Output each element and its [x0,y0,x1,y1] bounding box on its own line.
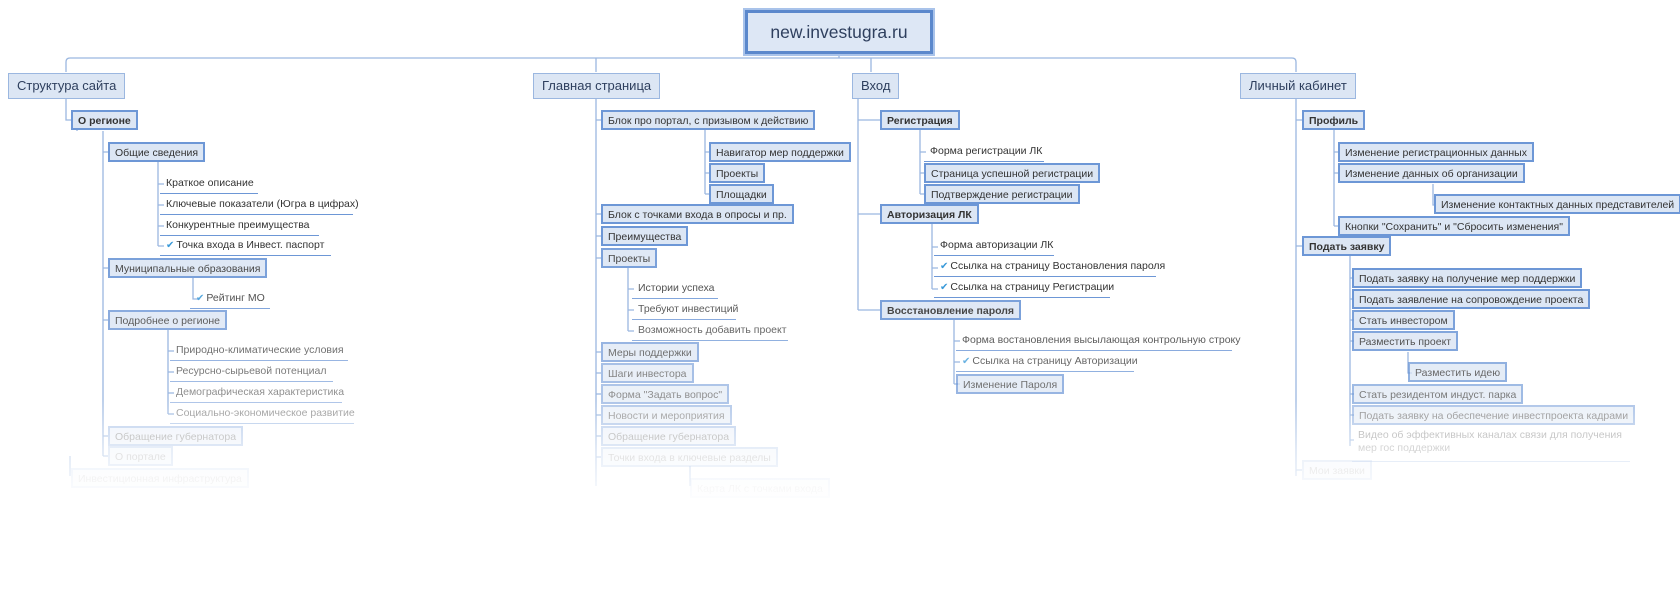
node-municipal[interactable]: Муниципальные образования [108,258,268,278]
node-steps[interactable]: Шаги инвестора [601,363,694,383]
node-map-partial[interactable]: Карта ЛК с точками входа [690,478,830,498]
node-registration[interactable]: Регистрация [880,110,960,130]
node-polls-block[interactable]: Блок с точками входа в опросы и пр. [601,204,794,224]
pin-icon: ✔ [166,240,175,251]
node-navigator[interactable]: Навигатор мер поддержки [709,142,851,162]
node-label: Ссылка на страницу Регистрации [950,281,1115,293]
node-demography[interactable]: Демографическая характеристика [170,383,344,403]
node-change-org[interactable]: Изменение данных об организации [1338,163,1525,183]
node-support[interactable]: Меры поддержки [601,342,699,362]
node-add-project[interactable]: Возможность добавить проект [632,321,788,341]
node-infrastructure[interactable]: Инвестиционная инфраструктура [71,468,249,488]
node-place-idea[interactable]: Разместить идею [1408,362,1508,382]
node-change-pass[interactable]: Изменение Пароля [956,374,1065,394]
node-portal-block[interactable]: Блок про портал, с призывом к действию [601,110,816,130]
node-label: Ссылка на страницу Авторизации [972,355,1138,367]
node-key-indicators[interactable]: Ключевые показатели (Югра в цифрах) [160,195,359,215]
node-link-auth[interactable]: ✔Ссылка на страницу Авторизации [956,352,1138,372]
pin-icon: ✔ [940,261,949,272]
branch-main-page[interactable]: Главная страница [533,73,661,99]
node-apply-escort[interactable]: Подать заявление на сопровождение проект… [1352,289,1591,309]
node-become-investor[interactable]: Стать инвестором [1352,310,1455,330]
node-apply-support[interactable]: Подать заявку на получение мер поддержки [1352,268,1583,288]
node-general-info[interactable]: Общие сведения [108,142,206,162]
node-rating[interactable]: ✔Рейтинг МО [190,289,270,309]
node-entry-points[interactable]: Точки входа в ключевые разделы [601,447,778,467]
node-become-resident[interactable]: Стать резидентом индуст. парка [1352,384,1524,404]
branch-site-structure[interactable]: Структура сайта [8,73,126,99]
node-link-register[interactable]: ✔Ссылка на страницу Регистрации [934,278,1114,298]
node-projects[interactable]: Проекты [601,248,658,268]
node-passport[interactable]: ✔Точка входа в Инвест. паспорт [160,236,331,256]
node-need-invest[interactable]: Требуют инвестиций [632,300,738,320]
node-success[interactable]: Истории успеха [632,279,718,299]
node-auth-form[interactable]: Форма авторизации ЛК [934,236,1054,256]
node-change-reg[interactable]: Изменение регистрационных данных [1338,142,1534,162]
root-node[interactable]: new.investugra.ru [745,10,933,54]
node-brief[interactable]: Краткое описание [160,174,258,194]
node-video[interactable]: Видео об эффективных каналах связи для п… [1352,428,1630,462]
node-reg-form[interactable]: Форма регистрации ЛК [924,142,1044,162]
node-apply-staff[interactable]: Подать заявку на обеспечение инвестпроек… [1352,405,1636,425]
node-region[interactable]: О регионе [71,110,138,130]
node-my-apps[interactable]: Мои заявки [1302,460,1372,480]
node-ask-form[interactable]: Форма "Задать вопрос" [601,384,730,404]
node-restore[interactable]: Восстановление пароля [880,300,1022,320]
node-governor[interactable]: Обращение губернатора [108,426,244,446]
node-auth[interactable]: Авторизация ЛК [880,204,979,224]
branch-login[interactable]: Вход [852,73,900,99]
node-label: Точка входа в Инвест. паспорт [176,239,325,251]
node-restore-form[interactable]: Форма востановления высылающая контрольн… [956,331,1241,351]
node-reg-success[interactable]: Страница успешной регистрации [924,163,1101,183]
node-label: Рейтинг МО [206,292,265,304]
node-reg-confirm[interactable]: Подтверждение регистрации [924,184,1080,204]
node-competitive[interactable]: Конкурентные преимущества [160,216,319,236]
pin-icon: ✔ [962,356,971,367]
node-advantages[interactable]: Преимущества [601,226,689,246]
node-profile[interactable]: Профиль [1302,110,1366,130]
node-buttons[interactable]: Кнопки "Сохранить" и "Сбросить изменения… [1338,216,1570,236]
node-news[interactable]: Новости и мероприятия [601,405,732,425]
node-social[interactable]: Социально-экономическое развитие [170,404,355,424]
node-apply[interactable]: Подать заявку [1302,236,1392,256]
node-label: Ссылка на страницу Востановления пароля [950,260,1166,272]
node-link-restore[interactable]: ✔Ссылка на страницу Востановления пароля [934,257,1165,277]
node-resources[interactable]: Ресурсно-сырьевой потенциал [170,362,333,382]
node-about-portal[interactable]: О портале [108,446,173,466]
pin-icon: ✔ [196,293,205,304]
node-place-project[interactable]: Разместить проект [1352,331,1459,351]
node-governor-main[interactable]: Обращение губернатора [601,426,737,446]
branch-cabinet[interactable]: Личный кабинет [1240,73,1356,99]
node-change-contact[interactable]: Изменение контактных данных представител… [1434,194,1680,214]
node-projects-sub[interactable]: Проекты [709,163,766,183]
pin-icon: ✔ [940,282,949,293]
node-sites[interactable]: Площадки [709,184,774,204]
node-climate[interactable]: Природно-климатические условия [170,341,348,361]
node-more-region[interactable]: Подробнее о регионе [108,310,227,330]
